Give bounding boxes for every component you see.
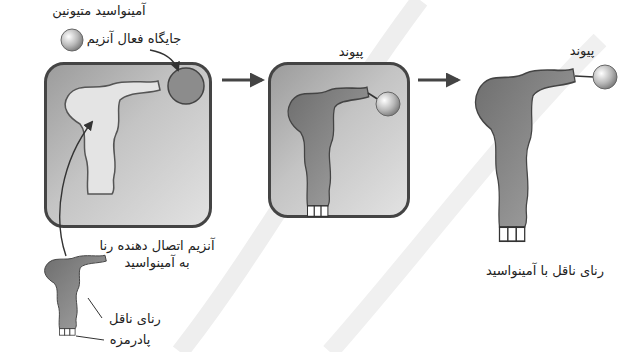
- amino-acid-label: آمینواسید متیونین: [34, 2, 164, 19]
- amino-acid-ball: [61, 29, 83, 51]
- flow-arrow: [222, 79, 262, 82]
- leader-line: [88, 298, 102, 318]
- enzyme-box: پیوند: [268, 62, 410, 218]
- trna-molecule: [288, 87, 369, 216]
- bond-label: پیوند: [552, 42, 612, 59]
- active-site-label: جایگاه فعال آنزیم: [74, 30, 194, 47]
- flow-arrow: [418, 79, 458, 82]
- amino-acid-ball: [593, 65, 617, 89]
- trna-cavity: [65, 81, 160, 194]
- anticodon-label: پادرمزه: [100, 331, 160, 348]
- bond-line: [575, 76, 594, 77]
- leader-line: [76, 336, 104, 340]
- enzyme-label: آنزیم اتصال دهنده رنا به آمینواسید: [99, 237, 215, 271]
- bond-line: [368, 93, 379, 100]
- trna-molecule: [45, 255, 107, 335]
- bond-label: پیوند: [321, 43, 381, 60]
- trna-label: رنای ناقل: [100, 310, 170, 327]
- active-site: [168, 68, 204, 104]
- charged-trna: پیوندرنای ناقل با آمینواسید: [462, 58, 628, 270]
- pointer-arrow: [150, 50, 178, 70]
- amino-acid-ball: [376, 92, 400, 116]
- enzyme-box: آنزیم اتصال دهنده رنا به آمینواسید: [44, 62, 212, 228]
- charged-trna-label: رنای ناقل با آمینواسید: [462, 262, 628, 279]
- trna-molecule: [475, 69, 575, 241]
- entry-arrow: [60, 122, 92, 256]
